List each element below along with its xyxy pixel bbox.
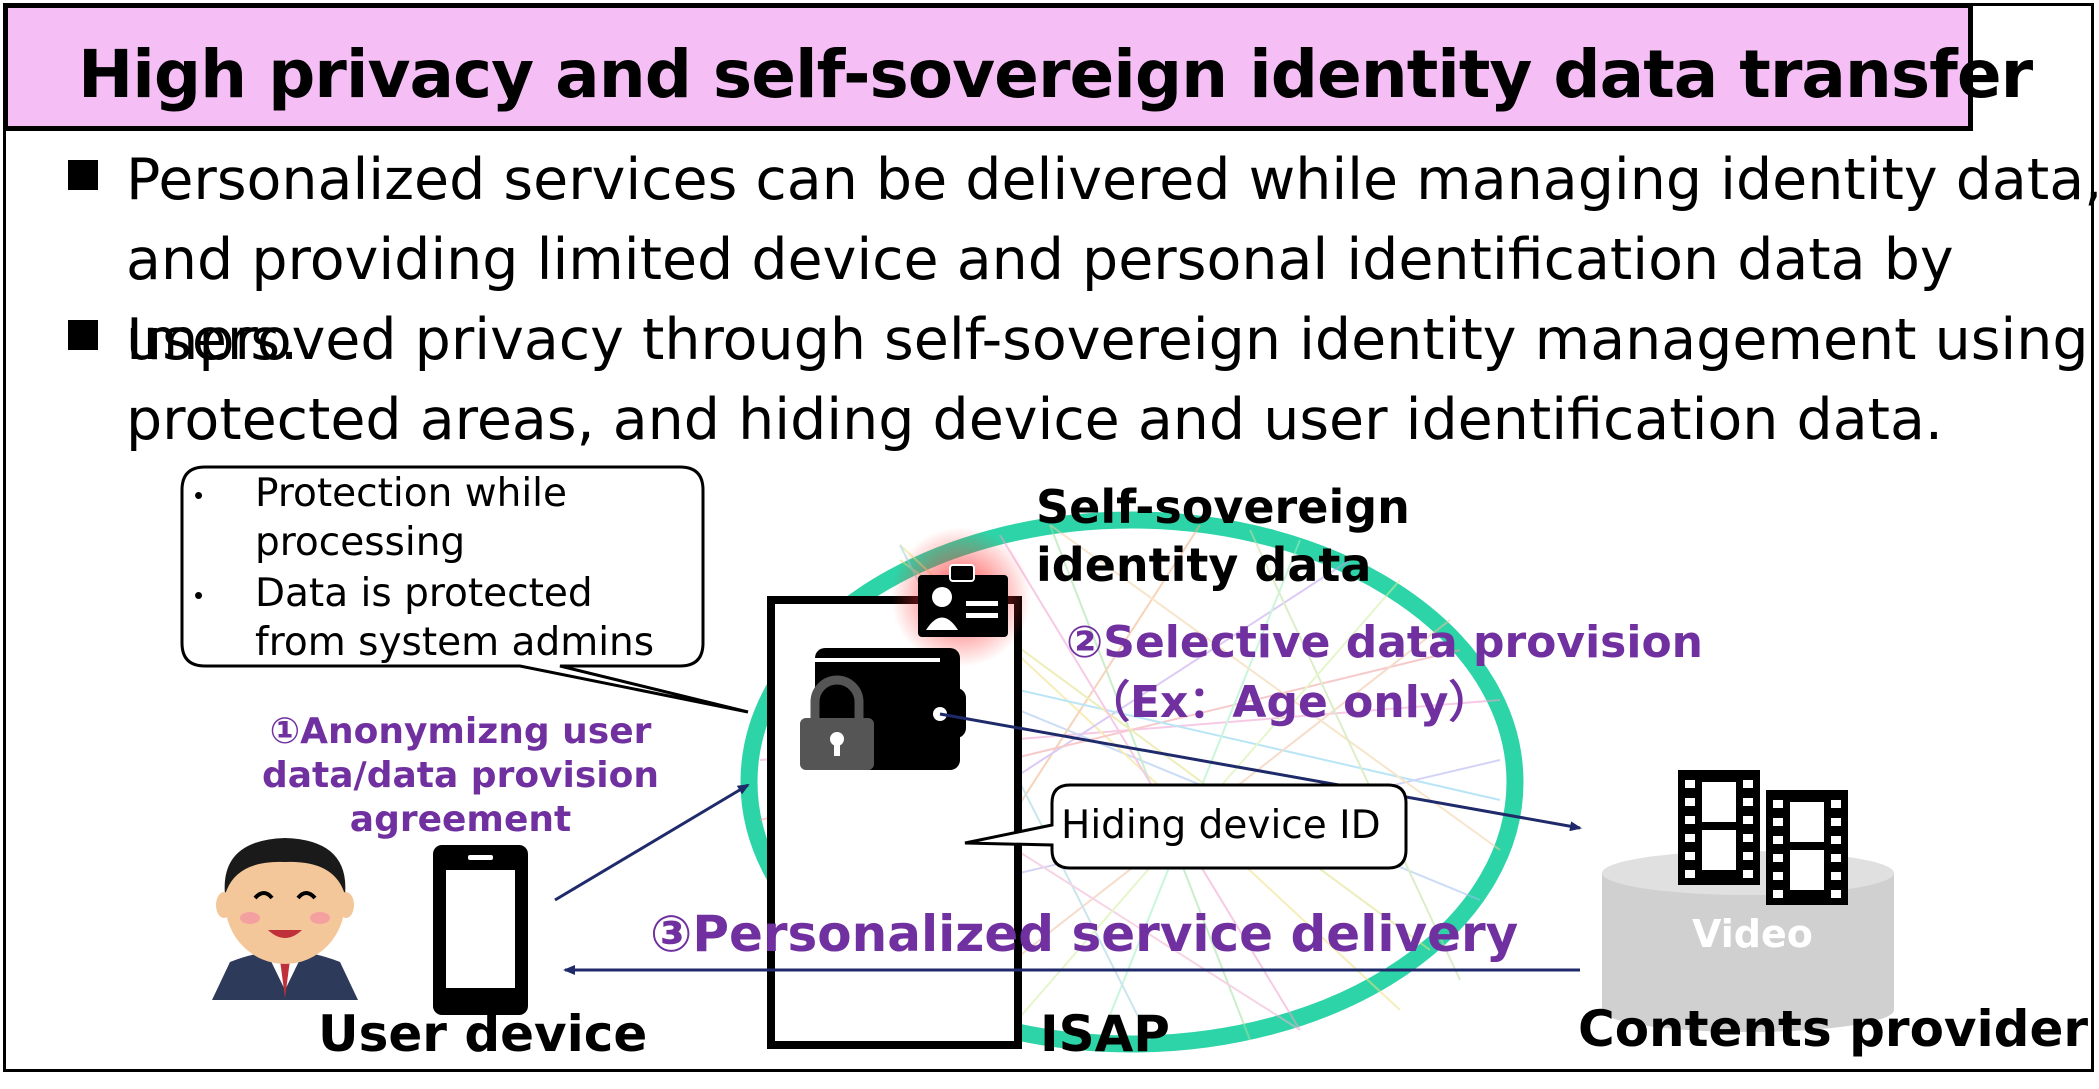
bullet-1-line-2: and providing limited device and persona… bbox=[126, 227, 1954, 373]
smartphone-icon bbox=[433, 845, 528, 1015]
step-3-label: ③Personalized service delivery bbox=[650, 905, 1519, 963]
isap-label: ISAP bbox=[1040, 1005, 1170, 1063]
user-device-label: User device bbox=[318, 1005, 648, 1063]
hiding-device-callout bbox=[964, 783, 1408, 870]
callout-bullet-dot: • bbox=[194, 580, 204, 610]
bullet-2-line-2: protected areas, and hiding device and u… bbox=[126, 387, 1944, 453]
ssi-label-line-1: Self-sovereign bbox=[1036, 480, 1410, 534]
callout-item-1: Protection while processing bbox=[255, 469, 567, 567]
id-card-icon bbox=[891, 527, 1031, 667]
bullet-1-line-1: Personalized services can be delivered w… bbox=[126, 147, 2099, 213]
step-1-line-1: ①Anonymizng user bbox=[269, 711, 652, 752]
page-title: High privacy and self-sovereign identity… bbox=[78, 36, 2033, 113]
callout-bullet-dot: • bbox=[194, 480, 204, 510]
callout-item-2-line-2: from system admins bbox=[255, 620, 655, 665]
step-2-line-2: （Ex：Age only） bbox=[1086, 677, 1493, 728]
protection-callout-bubble bbox=[180, 465, 749, 714]
hiding-device-label: Hiding device ID bbox=[1061, 803, 1381, 848]
step-1-line-3: agreement bbox=[349, 799, 572, 840]
user-avatar-icon bbox=[212, 838, 358, 1000]
ssi-label-line-2: identity data bbox=[1036, 538, 1372, 592]
step-2-line-1: ②Selective data provision bbox=[1066, 617, 1703, 668]
step-1-line-2: data/data provision bbox=[261, 755, 659, 796]
callout-item-1-line-1: Protection while bbox=[255, 471, 567, 516]
padlock-icon bbox=[800, 675, 874, 770]
callout-item-2-line-1: Data is protected bbox=[255, 571, 593, 616]
step-2-label: ②Selective data provision （Ex：Age only） bbox=[1066, 613, 1703, 733]
bullet-2-line-1: Improved privacy through self-sovereign … bbox=[126, 307, 2089, 373]
video-label: Video bbox=[1692, 912, 1813, 956]
callout-item-1-line-2: processing bbox=[255, 520, 466, 565]
bullet-square-icon bbox=[68, 320, 98, 350]
bullet-square-icon bbox=[68, 160, 98, 190]
step-1-label: ①Anonymizng user data/data provision agr… bbox=[248, 710, 673, 842]
film-strip-icon bbox=[1678, 770, 1848, 905]
ssi-label: Self-sovereign identity data bbox=[1036, 478, 1410, 594]
contents-provider-label: Contents provider bbox=[1578, 1000, 2089, 1058]
title-banner: High privacy and self-sovereign identity… bbox=[3, 3, 2033, 131]
callout-item-2: Data is protected from system admins bbox=[255, 569, 654, 667]
arrow-user-to-isap bbox=[554, 783, 750, 902]
arrow-isap-to-provider bbox=[939, 712, 1582, 832]
